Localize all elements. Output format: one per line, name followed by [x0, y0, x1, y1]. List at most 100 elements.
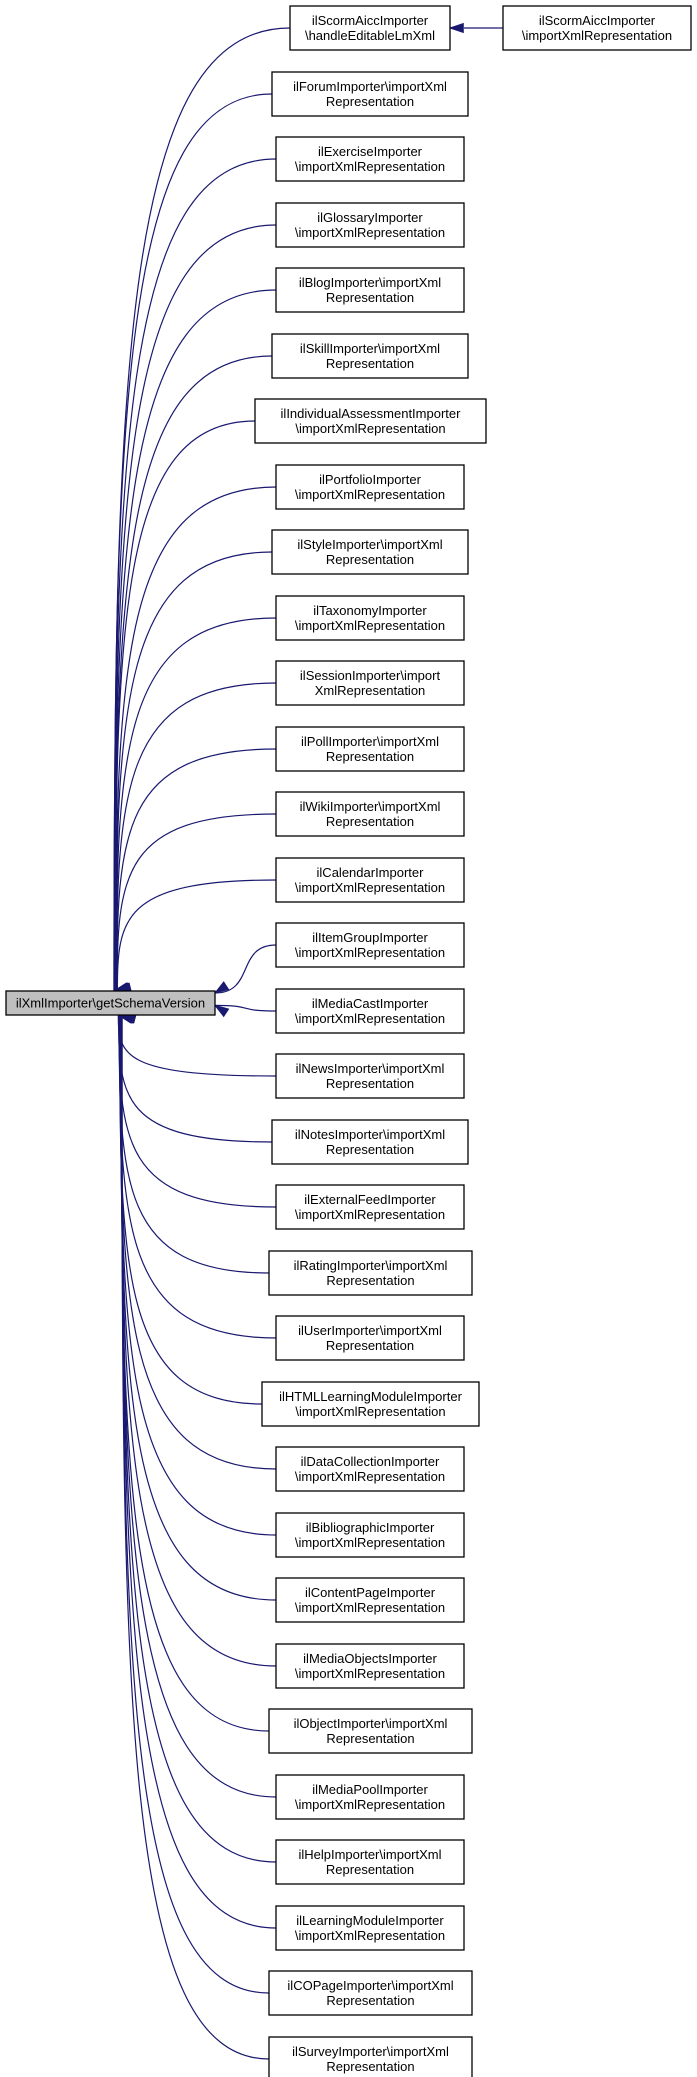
caller-poll[interactable]: ilPollImporter\importXmlRepresentation: [275, 726, 465, 772]
caller-external-feed[interactable]: ilExternalFeedImporter\importXmlRepresen…: [275, 1184, 465, 1230]
caller-media-cast[interactable]: ilMediaCastImporter\importXmlRepresentat…: [275, 988, 465, 1034]
caller-item-group-edge: [214, 944, 277, 994]
caller-html-learning-module[interactable]: ilHTMLLearningModuleImporter\importXmlRe…: [261, 1381, 480, 1427]
caller-individual-assessment-edge: [114, 420, 256, 992]
caller-copage-edge: [121, 1014, 270, 1994]
caller-help-box: [275, 1839, 465, 1885]
caller-forum[interactable]: ilForumImporter\importXmlRepresentation: [271, 71, 469, 117]
caller-survey[interactable]: ilSurveyImporter\importXmlRepresentation: [268, 2036, 473, 2077]
caller-html-learning-module-label-line: \importXmlRepresentation: [295, 1404, 445, 1419]
caller-media-cast-arrowhead: [213, 1004, 230, 1018]
caller-poll-edge: [116, 748, 277, 992]
caller-html-learning-module-edge: [119, 1014, 263, 1405]
caller-individual-assessment-box: [254, 398, 487, 444]
caller-data-collection-box: [275, 1446, 465, 1492]
caller-wiki[interactable]: ilWikiImporter\importXmlRepresentation: [275, 791, 465, 837]
caller-blog[interactable]: ilBlogImporter\importXmlRepresentation: [275, 267, 465, 313]
caller-calendar-box: [275, 857, 465, 903]
caller-object-box: [268, 1708, 473, 1754]
caller-individual-assessment-label-line: ilIndividualAssessmentImporter: [281, 406, 462, 421]
caller-taxonomy-label-line: ilTaxonomyImporter: [313, 603, 427, 618]
caller-learning-module[interactable]: ilLearningModuleImporter\importXmlRepres…: [275, 1905, 465, 1951]
caller-session-edge: [115, 682, 277, 992]
caller-copage-label-line: ilCOPageImporter\importXml: [287, 1978, 453, 1993]
caller-rating-label-line: Representation: [326, 1273, 414, 1288]
caller-copage-label-line: Representation: [326, 1993, 414, 2008]
caller-poll-label-line: Representation: [326, 749, 414, 764]
caller-learning-module-box: [275, 1905, 465, 1951]
caller-media-pool[interactable]: ilMediaPoolImporter\importXmlRepresentat…: [275, 1774, 465, 1820]
caller-news[interactable]: ilNewsImporter\importXmlRepresentation: [275, 1053, 465, 1099]
caller-portfolio[interactable]: ilPortfolioImporter\importXmlRepresentat…: [275, 464, 465, 510]
caller-user-edge: [118, 1014, 277, 1339]
caller-html-learning-module-label-line: ilHTMLLearningModuleImporter: [279, 1389, 462, 1404]
edges-layer: [112, 22, 503, 2060]
caller-exercise-label-line: \importXmlRepresentation: [295, 159, 445, 174]
caller-glossary[interactable]: ilGlossaryImporter\importXmlRepresentati…: [275, 202, 465, 248]
caller-glossary-box: [275, 202, 465, 248]
caller-portfolio-box: [275, 464, 465, 510]
caller-wiki-label-line: Representation: [326, 814, 414, 829]
caller-individual-assessment-label-line: \importXmlRepresentation: [295, 421, 445, 436]
caller-calendar-edge: [116, 879, 277, 992]
root-node-getschemaversion[interactable]: ilXmlImporter\getSchemaVersion: [5, 990, 216, 1016]
caller-glossary-label-line: \importXmlRepresentation: [295, 225, 445, 240]
caller-survey-box: [268, 2036, 473, 2077]
caller-scormaicc-import[interactable]: ilScormAiccImporter\importXmlRepresentat…: [502, 5, 692, 51]
caller-object[interactable]: ilObjectImporter\importXmlRepresentation: [268, 1708, 473, 1754]
caller-news-label-line: ilNewsImporter\importXml: [296, 1061, 445, 1076]
caller-media-cast-edge: [214, 1004, 277, 1012]
caller-bibliographic-label-line: ilBibliographicImporter: [306, 1520, 435, 1535]
caller-scormaicc-import-box: [502, 5, 692, 51]
caller-survey-edge: [121, 1014, 270, 2060]
caller-session-box: [275, 660, 465, 706]
caller-content-page-label-line: ilContentPageImporter: [305, 1585, 436, 1600]
caller-taxonomy-edge: [115, 617, 277, 992]
caller-external-feed-box: [275, 1184, 465, 1230]
caller-copage[interactable]: ilCOPageImporter\importXmlRepresentation: [268, 1970, 473, 2016]
secondary-edge-arrowhead: [448, 22, 464, 34]
caller-glossary-edge: [113, 224, 277, 992]
caller-scormaicc-import-label-line: \importXmlRepresentation: [522, 28, 672, 43]
caller-session[interactable]: ilSessionImporter\importXmlRepresentatio…: [275, 660, 465, 706]
caller-calendar[interactable]: ilCalendarImporter\importXmlRepresentati…: [275, 857, 465, 903]
caller-session-label-line: ilSessionImporter\import: [300, 668, 441, 683]
caller-forum-box: [271, 71, 469, 117]
caller-taxonomy-box: [275, 595, 465, 641]
caller-poll-label-line: ilPollImporter\importXml: [301, 734, 439, 749]
caller-media-pool-box: [275, 1774, 465, 1820]
caller-style[interactable]: ilStyleImporter\importXmlRepresentation: [271, 529, 469, 575]
caller-bibliographic[interactable]: ilBibliographicImporter\importXmlReprese…: [275, 1512, 465, 1558]
caller-individual-assessment[interactable]: ilIndividualAssessmentImporter\importXml…: [254, 398, 487, 444]
caller-session-label-line: XmlRepresentation: [315, 683, 426, 698]
caller-taxonomy[interactable]: ilTaxonomyImporter\importXmlRepresentati…: [275, 595, 465, 641]
caller-item-group[interactable]: ilItemGroupImporter\importXmlRepresentat…: [275, 922, 465, 968]
caller-blog-label-line: Representation: [326, 290, 414, 305]
caller-exercise[interactable]: ilExerciseImporter\importXmlRepresentati…: [275, 136, 465, 182]
caller-help[interactable]: ilHelpImporter\importXmlRepresentation: [275, 1839, 465, 1885]
caller-scormaicc-handle[interactable]: ilScormAiccImporter\handleEditableLmXml: [289, 5, 451, 51]
caller-item-group-label-line: \importXmlRepresentation: [295, 945, 445, 960]
root-node-getschemaversion-box: [5, 990, 216, 1016]
caller-item-group-label-line: ilItemGroupImporter: [312, 930, 428, 945]
caller-data-collection-label-line: ilDataCollectionImporter: [301, 1454, 440, 1469]
caller-media-objects-box: [275, 1643, 465, 1689]
caller-rating[interactable]: ilRatingImporter\importXmlRepresentation: [268, 1250, 473, 1296]
caller-content-page-label-line: \importXmlRepresentation: [295, 1600, 445, 1615]
root-node-getschemaversion-label-line: ilXmlImporter\getSchemaVersion: [16, 996, 205, 1011]
caller-data-collection-edge: [119, 1014, 277, 1470]
caller-help-label-line: ilHelpImporter\importXml: [298, 1847, 441, 1862]
caller-media-objects-label-line: ilMediaObjectsImporter: [303, 1651, 437, 1666]
caller-media-objects[interactable]: ilMediaObjectsImporter\importXmlRepresen…: [275, 1643, 465, 1689]
caller-taxonomy-label-line: \importXmlRepresentation: [295, 618, 445, 633]
caller-scormaicc-handle-label-line: \handleEditableLmXml: [305, 28, 435, 43]
caller-user[interactable]: ilUserImporter\importXmlRepresentation: [275, 1315, 465, 1361]
caller-object-edge: [120, 1014, 270, 1732]
caller-media-pool-label-line: \importXmlRepresentation: [295, 1797, 445, 1812]
caller-external-feed-edge: [118, 1014, 277, 1208]
caller-notes[interactable]: ilNotesImporter\importXmlRepresentation: [271, 1119, 469, 1165]
caller-content-page[interactable]: ilContentPageImporter\importXmlRepresent…: [275, 1577, 465, 1623]
caller-bibliographic-box: [275, 1512, 465, 1558]
caller-data-collection[interactable]: ilDataCollectionImporter\importXmlRepres…: [275, 1446, 465, 1492]
caller-skill[interactable]: ilSkillImporter\importXmlRepresentation: [271, 333, 469, 379]
